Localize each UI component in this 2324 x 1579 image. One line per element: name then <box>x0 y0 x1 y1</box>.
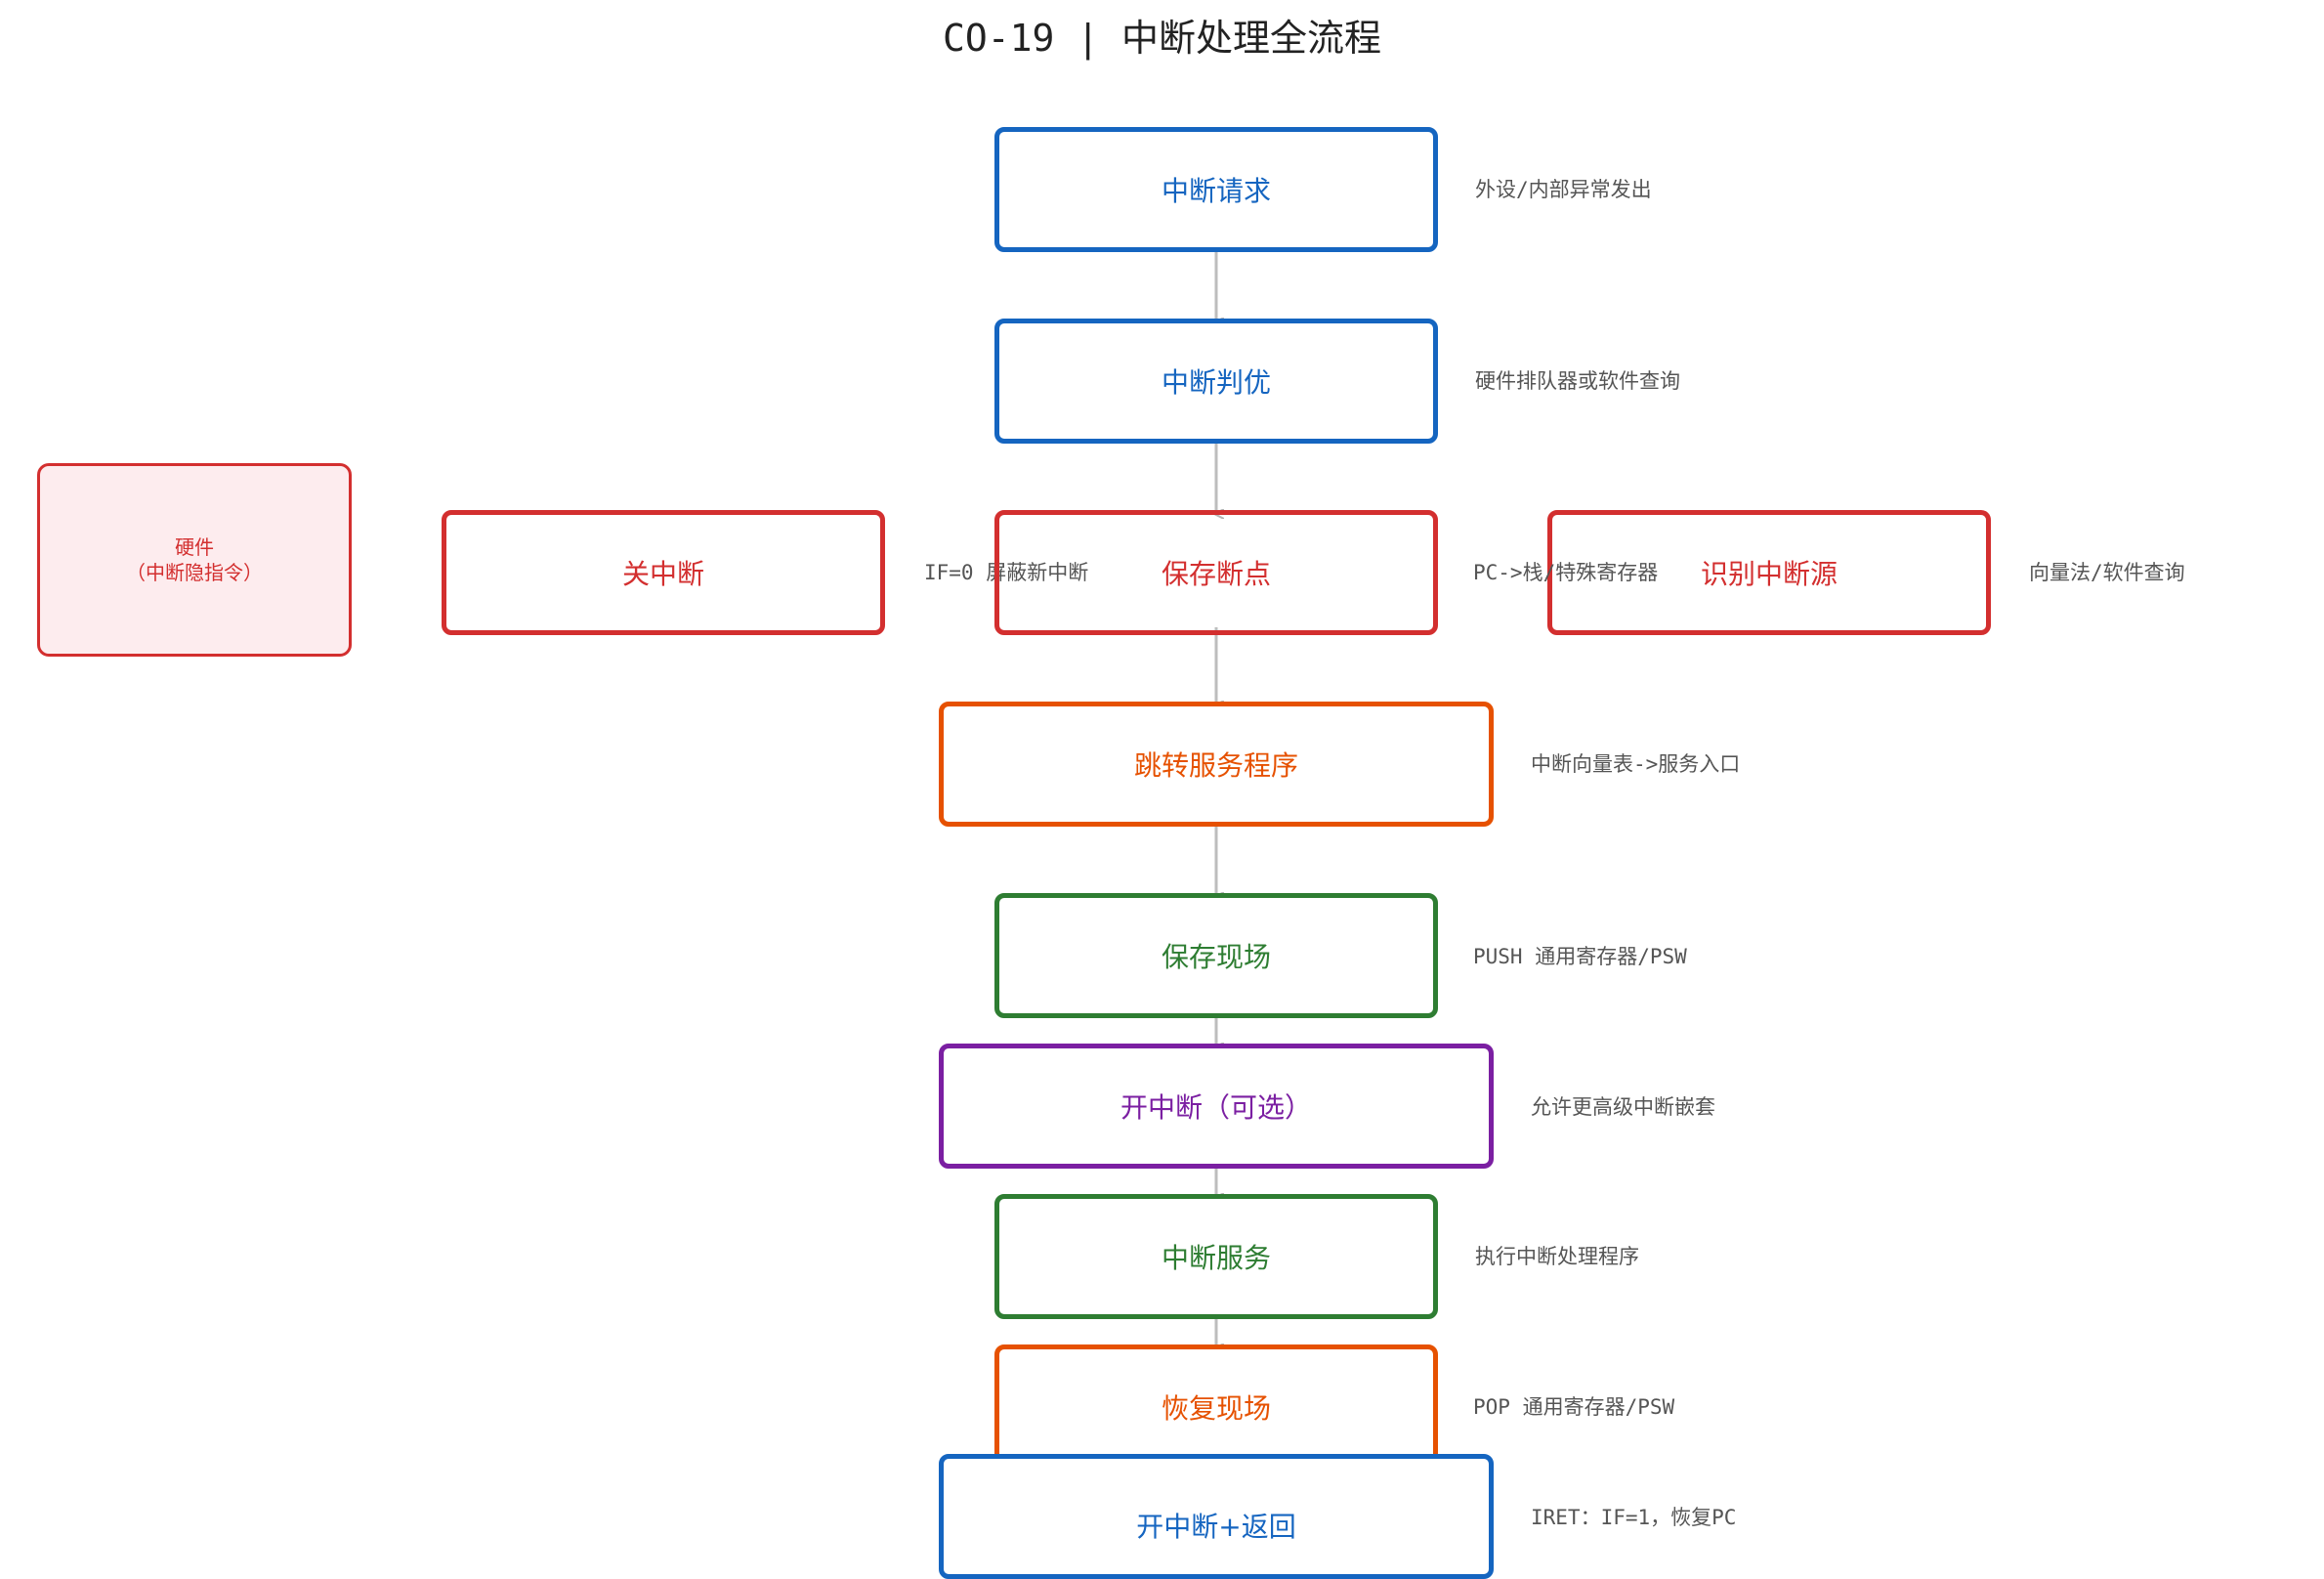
note-interrupt-priority: 硬件排队器或软件查询 <box>1475 369 1680 393</box>
note-identify-source: 向量法/软件查询 <box>2029 561 2185 584</box>
page-title: CO-19 | 中断处理全流程 <box>942 17 1382 60</box>
note-save-breakpoint: PC->栈/特殊寄存器 <box>1473 561 1659 584</box>
hardware-box: 硬件 （中断隐指令） <box>37 463 352 657</box>
node-interrupt-priority: 中断判优 <box>994 319 1438 444</box>
node-identify-source: 识别中断源 <box>1547 510 1991 635</box>
note-disable-interrupt: IF=0 屏蔽新中断 <box>924 561 1089 584</box>
hardware-box-line2: （中断隐指令） <box>126 561 263 584</box>
note-interrupt-request: 外设/内部异常发出 <box>1475 178 1652 201</box>
node-save-context: 保存现场 <box>994 893 1438 1018</box>
node-jump-service: 跳转服务程序 <box>939 702 1494 827</box>
node-enable-interrupt: 开中断（可选） <box>939 1044 1494 1169</box>
note-enable-interrupt: 允许更高级中断嵌套 <box>1531 1095 1715 1119</box>
note-jump-service: 中断向量表->服务入口 <box>1531 752 1741 776</box>
node-restore-context: 恢复现场 <box>994 1344 1438 1470</box>
node-interrupt-request: 中断请求 <box>994 127 1438 252</box>
node-save-breakpoint: 保存断点 <box>994 510 1438 635</box>
note-restore-context: POP 通用寄存器/PSW <box>1473 1395 1675 1419</box>
node-enable-return: 开中断+返回 <box>939 1454 1494 1579</box>
node-disable-interrupt: 关中断 <box>442 510 885 635</box>
note-save-context: PUSH 通用寄存器/PSW <box>1473 945 1687 968</box>
hardware-box-line1: 硬件 <box>175 535 214 559</box>
node-interrupt-service: 中断服务 <box>994 1194 1438 1319</box>
note-enable-return: IRET：IF=1，恢复PC <box>1531 1506 1737 1529</box>
note-interrupt-service: 执行中断处理程序 <box>1475 1245 1639 1268</box>
